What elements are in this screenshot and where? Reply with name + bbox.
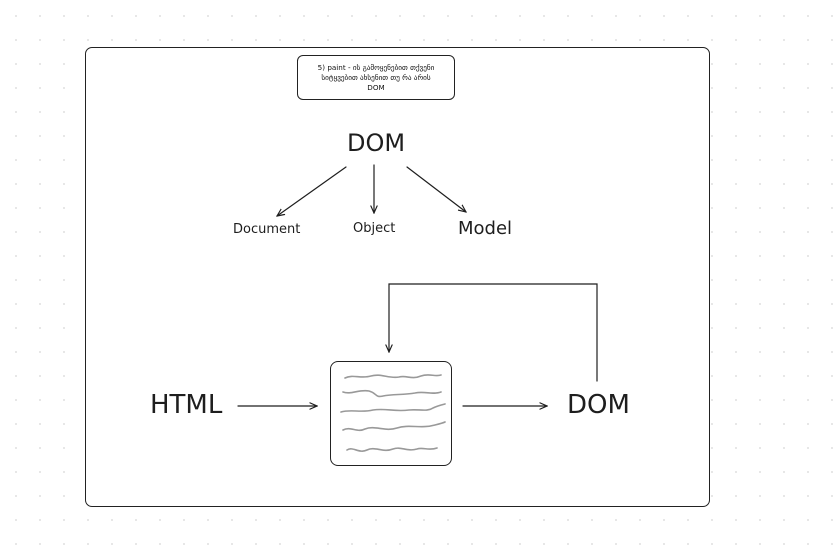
scribble-line [340,403,446,413]
document-label: Document [233,222,301,237]
scribble-line [346,447,438,452]
task-note-text: 5) paint - ის გამოყენებით თქვენი სიტყვებ… [317,62,435,92]
arrow-dom-to-model [406,166,466,212]
dom-output-label: DOM [567,390,630,420]
scribble-line [342,421,446,432]
task-note-card: 5) paint - ის გამოყენებით თქვენი სიტყვებ… [297,55,455,100]
object-label: Object [353,221,396,236]
dom-root-label: DOM [347,129,406,157]
scribble-line [344,374,442,379]
feedback-arrow-dom-to-box [389,283,598,382]
parser-box [330,361,452,466]
model-label: Model [458,218,513,239]
arrow-dom-to-document [277,166,347,216]
scribble-lines [340,374,446,452]
scribble-line [342,389,442,398]
html-label: HTML [150,390,223,420]
